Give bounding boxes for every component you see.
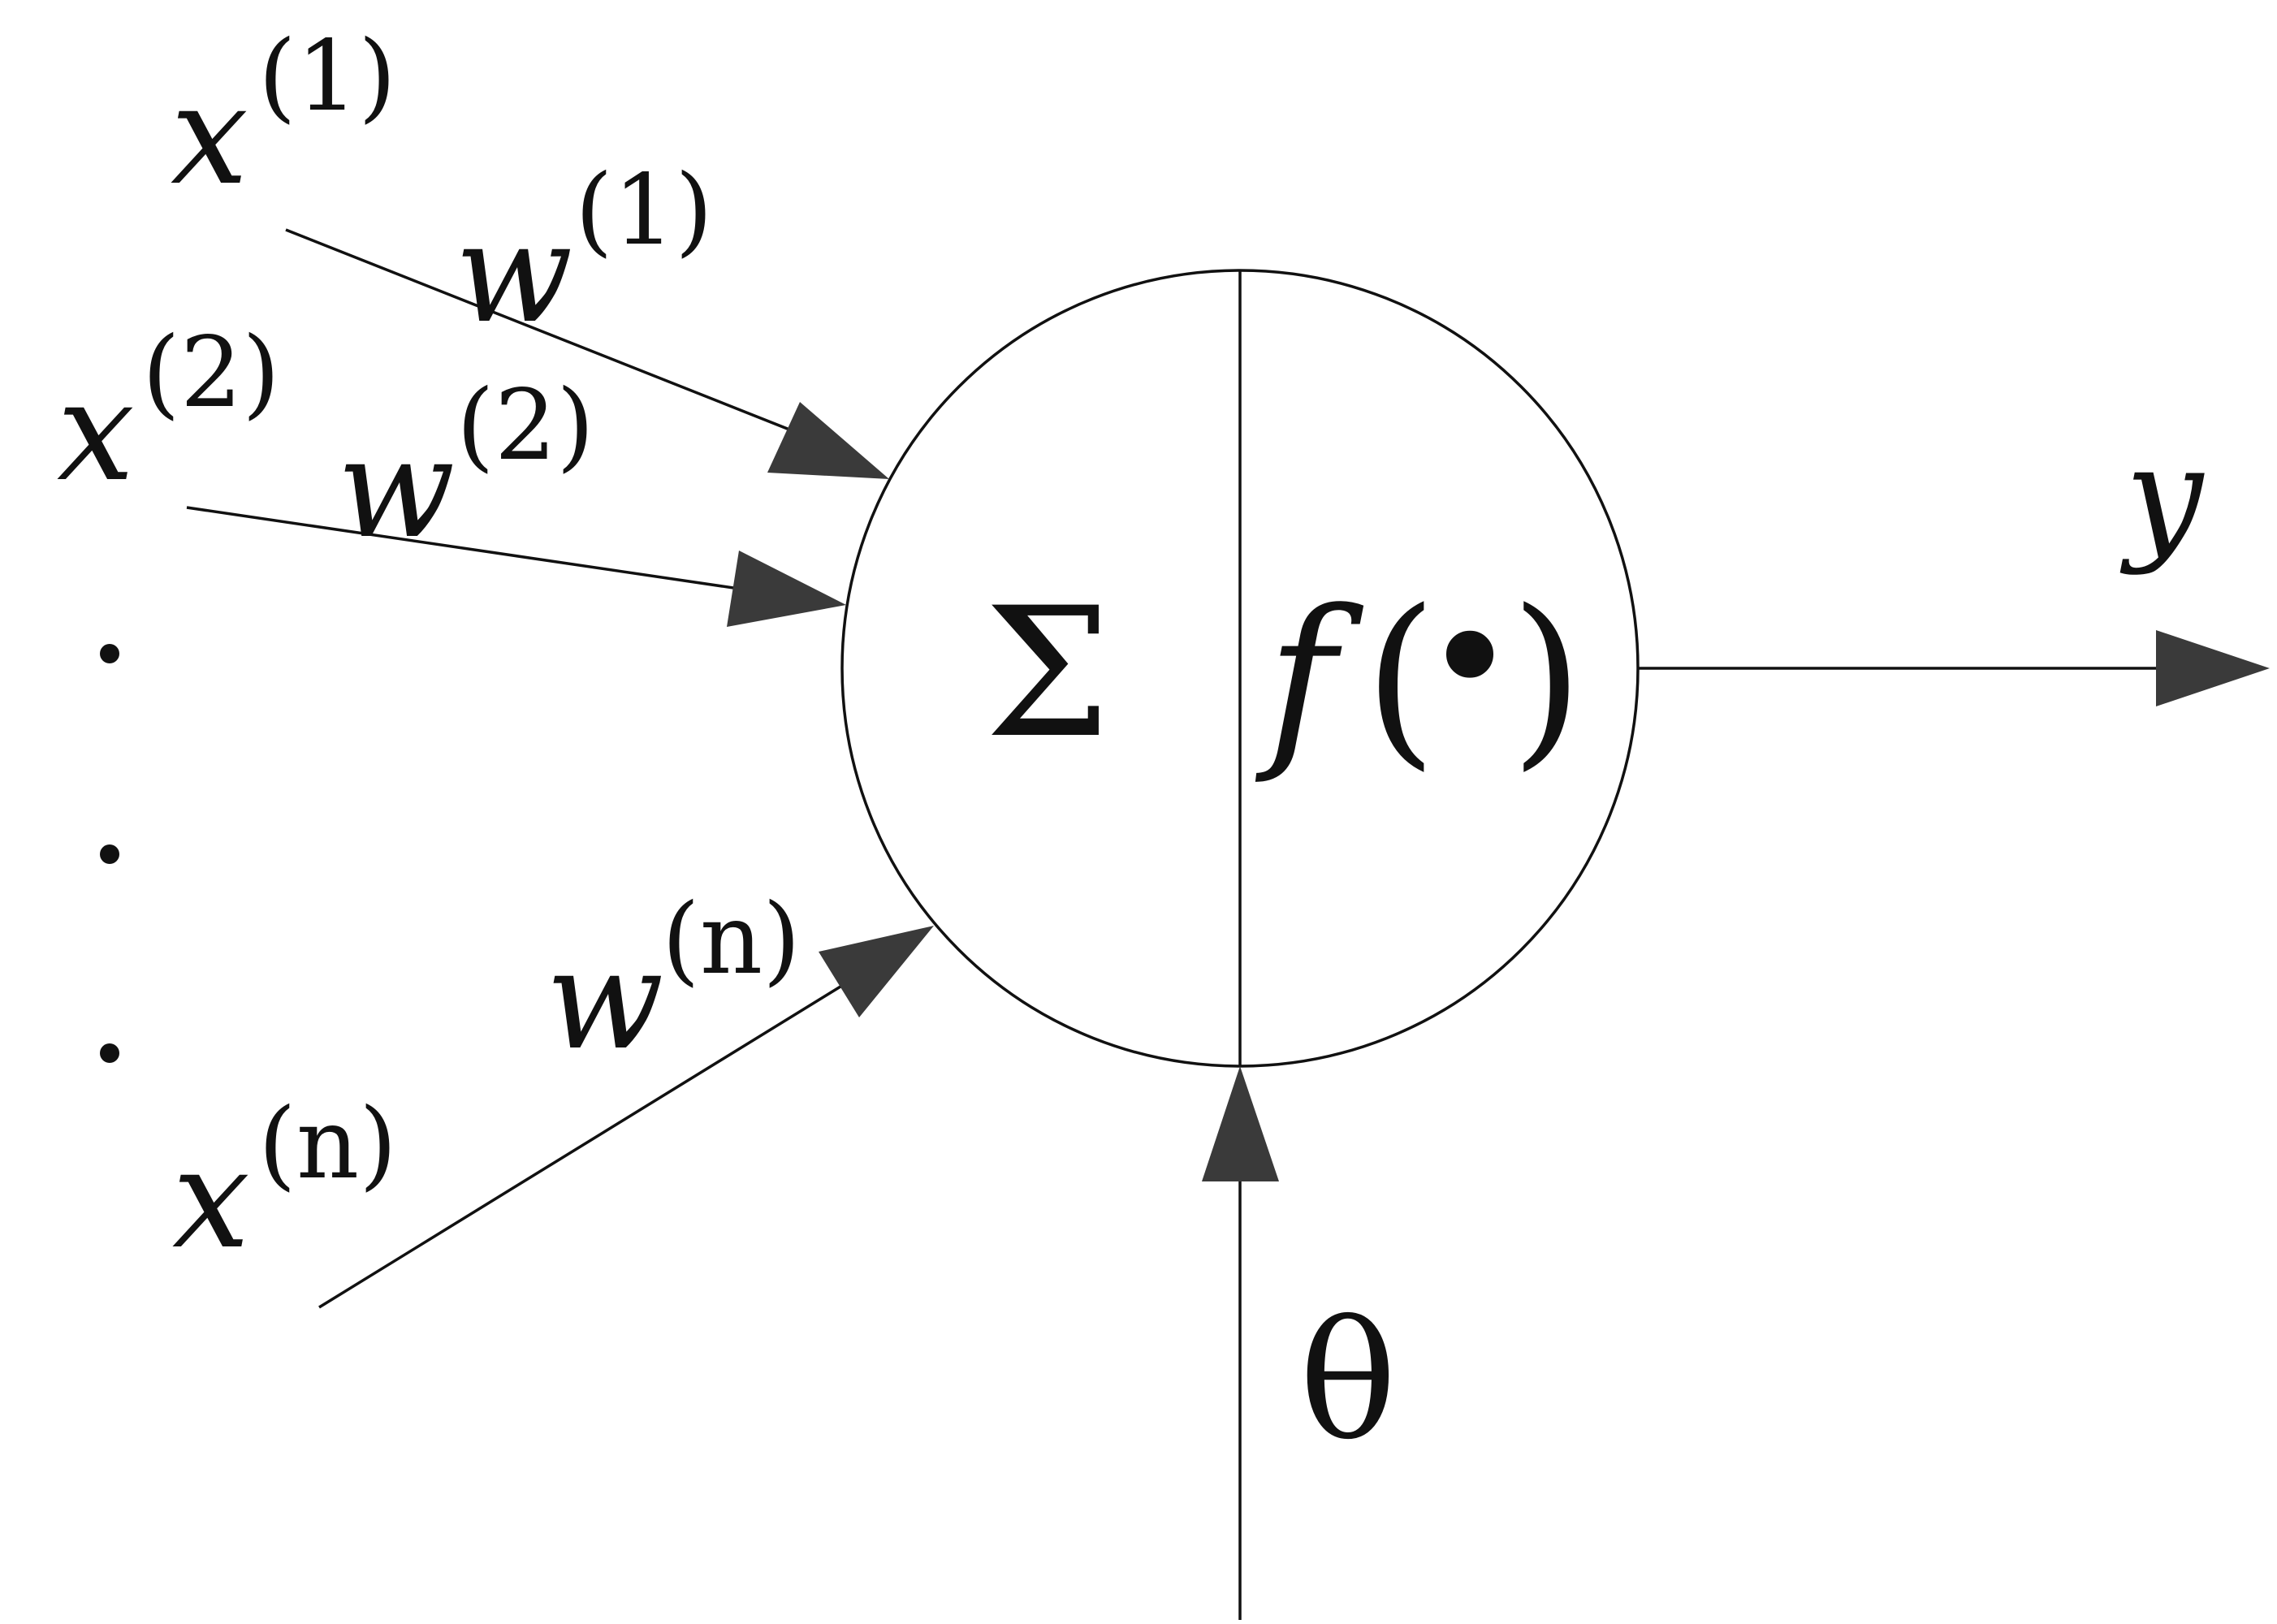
sum-symbol: Σ <box>984 569 1111 777</box>
activation-func-name: f <box>1255 571 1364 788</box>
ellipsis-dot-1 <box>100 644 119 663</box>
weight-1-index: (1) <box>575 154 713 267</box>
input-n: x (n) w (n) <box>172 883 934 1309</box>
bias-arrowhead <box>1202 1066 1279 1181</box>
input-2-line <box>186 506 740 590</box>
activation-function: f ( • ) <box>1255 564 1584 788</box>
weight-1-label: w <box>455 193 573 354</box>
weight-2-label: w <box>337 408 456 569</box>
activation-open-paren: ( <box>1364 571 1437 788</box>
input-2-arrowhead <box>727 551 846 627</box>
input-n-label: x <box>172 1119 250 1280</box>
input-1: x (1) w (1) <box>171 20 889 479</box>
activation-close-paren: ) <box>1510 571 1584 788</box>
input-n-index: (n) <box>258 1088 397 1201</box>
output: y <box>1638 417 2270 706</box>
input-2-index: (2) <box>142 317 280 430</box>
input-n-line <box>318 985 841 1309</box>
input-1-index: (1) <box>258 20 396 133</box>
input-1-label: x <box>171 55 248 216</box>
input-n-arrowhead <box>819 926 934 1017</box>
weight-n-index: (n) <box>662 883 801 996</box>
ellipsis-dot-3 <box>100 1043 119 1063</box>
input-1-line <box>285 228 829 447</box>
bias-label: θ <box>1299 1287 1397 1476</box>
bias-input: θ <box>1202 1066 1397 1620</box>
activation-arg-bullet: • <box>1422 564 1518 754</box>
ellipsis-dot-2 <box>100 844 119 864</box>
output-label: y <box>2119 417 2205 577</box>
input-2-label: x <box>57 352 135 512</box>
output-arrowhead <box>2156 630 2270 706</box>
input-2: x (2) w (2) <box>57 317 846 627</box>
weight-2-index: (2) <box>456 369 594 482</box>
input-1-arrowhead <box>767 402 889 479</box>
weight-n-label: w <box>546 920 664 1081</box>
